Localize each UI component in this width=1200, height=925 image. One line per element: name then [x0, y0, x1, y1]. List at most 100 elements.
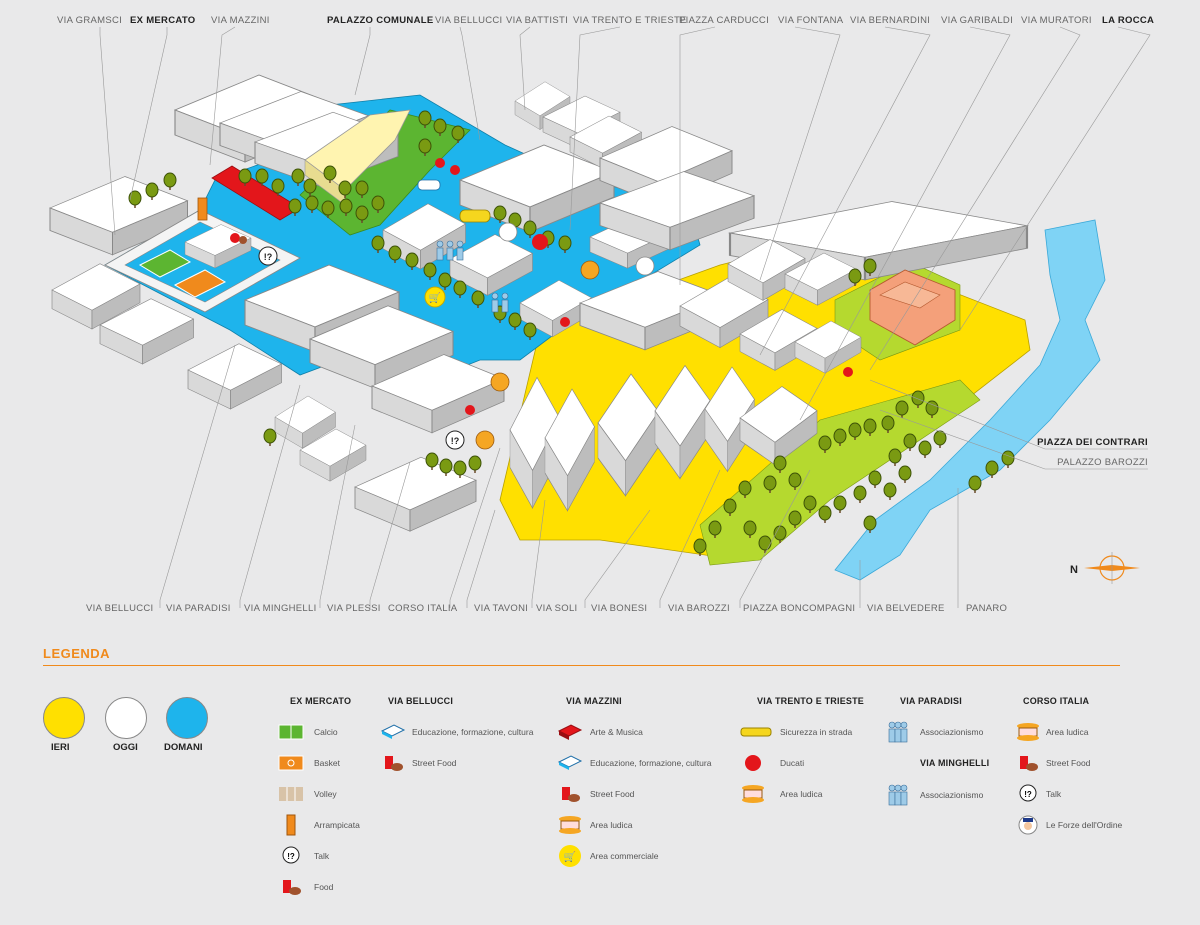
legend-item-label: Talk: [314, 851, 330, 861]
climbing-wall-icon: [278, 814, 310, 841]
talk-bubble-icon: !?: [1015, 783, 1047, 810]
art-music-icon: [557, 721, 589, 748]
street-food-icon: [1015, 752, 1047, 779]
bottom-label: VIA PLESSI: [327, 603, 381, 614]
book-icon: [380, 721, 412, 748]
right-label: PALAZZO BAROZZI: [1057, 457, 1148, 468]
yellow-car-icon: [740, 721, 772, 748]
carousel-icon: [1015, 721, 1047, 748]
legend-item-label: Area ludica: [780, 789, 823, 799]
top-label: VIA BATTISTI: [506, 15, 569, 26]
food-icon: [278, 876, 310, 903]
top-label: EX MERCATO: [130, 15, 196, 26]
compass: [1084, 552, 1140, 584]
svg-text:🛒: 🛒: [564, 850, 576, 863]
legend-item-label: Sicurezza in strada: [780, 727, 853, 737]
basket-court: [173, 269, 227, 298]
book-icon: [557, 752, 589, 779]
compass-north-label: N: [1070, 564, 1079, 576]
period-swatch-oggi: [105, 697, 147, 739]
bottom-label: VIA TAVONI: [474, 603, 529, 614]
legend-item-label: Arte & Musica: [590, 727, 643, 737]
top-label: VIA BELLUCCI: [435, 15, 503, 26]
leader-lines: [99, 26, 1151, 608]
climbing-wall: [197, 197, 208, 221]
light-green-strip: [699, 379, 981, 566]
legend-item-label: Educazione, formazione, cultura: [590, 758, 712, 768]
legend-item-label: Ducati: [780, 758, 805, 768]
period-swatch-domani: [166, 697, 208, 739]
top-label: PALAZZO COMUNALE: [327, 15, 434, 26]
legend-item-label: Area commerciale: [590, 851, 659, 861]
people-icon: [885, 721, 917, 748]
shopping-cart-icon: 🛒: [557, 845, 589, 872]
people-icon: [885, 784, 917, 811]
top-label: VIA BERNARDINI: [850, 15, 931, 26]
legend-item-label: Area ludica: [1046, 727, 1089, 737]
right-label: PIAZZA DEI CONTRARI: [1037, 437, 1148, 448]
period-label: OGGI: [113, 742, 138, 753]
top-label: LA ROCCA: [1102, 15, 1155, 26]
calcio-field-icon: [278, 721, 310, 748]
talk-bubble-icon: !?: [278, 845, 310, 872]
legend-item-label: Volley: [314, 789, 337, 799]
bottom-label: VIA BONESI: [591, 603, 648, 614]
legend-item-label: Basket: [314, 758, 340, 768]
legend-item-label: Street Food: [412, 758, 457, 768]
top-label: VIA GRAMSCI: [57, 15, 123, 26]
legend-item-label: Street Food: [1046, 758, 1091, 768]
legend-column-title: CORSO ITALIA: [1023, 696, 1090, 706]
bottom-label: VIA BAROZZI: [668, 603, 730, 614]
basket-court-icon: [278, 752, 310, 779]
city-map: !? !? 🛒: [49, 26, 1151, 608]
top-label: VIA GARIBALDI: [941, 15, 1014, 26]
legend-column-title: VIA MINGHELLI: [920, 758, 990, 768]
street-food-icon: [380, 752, 412, 779]
bottom-label: PIAZZA BONCOMPAGNI: [743, 603, 856, 614]
legend-divider: [43, 665, 1120, 666]
calcio-court: [138, 249, 192, 278]
volley-court-icon: [278, 783, 310, 810]
la-rocca: [869, 269, 956, 346]
bottom-label: VIA SOLI: [536, 603, 578, 614]
period-swatch-ieri: [43, 697, 85, 739]
bottom-label: PANARO: [966, 603, 1008, 614]
legend-item-label: Talk: [1046, 789, 1062, 799]
map-markers: !? !? 🛒: [230, 158, 853, 450]
carousel-icon: [740, 783, 772, 810]
period-label: DOMANI: [164, 742, 203, 753]
period-label: IERI: [51, 742, 70, 753]
carousel-icon: [557, 814, 589, 841]
legend-column-title: VIA TRENTO E TRIESTE: [757, 696, 865, 706]
top-label: PIAZZA CARDUCCI: [679, 15, 770, 26]
legend-column-title: EX MERCATO: [290, 696, 352, 706]
legend-title: LEGENDA: [43, 646, 111, 661]
panaro-river: [834, 219, 1106, 581]
legend-item-label: Associazionismo: [920, 727, 984, 737]
svg-text:!?: !?: [264, 252, 273, 262]
legend-item-label: Area ludica: [590, 820, 633, 830]
street-food-icon: [557, 783, 589, 810]
svg-text:!?: !?: [451, 436, 460, 446]
legend-column-title: VIA MAZZINI: [566, 696, 622, 706]
legend-item-label: Associazionismo: [920, 790, 984, 800]
legend-item-label: Calcio: [314, 727, 338, 737]
top-label: VIA TRENTO E TRIESTE: [573, 15, 687, 26]
top-label: VIA MURATORI: [1021, 15, 1092, 26]
bottom-label: VIA MINGHELLI: [244, 603, 317, 614]
bottom-label: VIA BELVEDERE: [867, 603, 945, 614]
bottom-label: VIA PARADISI: [166, 603, 231, 614]
svg-text:!?: !?: [1024, 790, 1032, 799]
svg-text:🛒: 🛒: [429, 291, 441, 304]
legend-item-label: Educazione, formazione, cultura: [412, 727, 534, 737]
legend-item-label: Food: [314, 882, 334, 892]
police-officer-icon: [1015, 814, 1047, 841]
legend-column-title: VIA PARADISI: [900, 696, 962, 706]
legend-item-label: Le Forze dell'Ordine: [1046, 820, 1123, 830]
bottom-label: CORSO ITALIA: [388, 603, 458, 614]
bottom-label: VIA BELLUCCI: [86, 603, 154, 614]
svg-text:!?: !?: [287, 852, 295, 861]
top-label: VIA MAZZINI: [211, 15, 270, 26]
legend-column-title: VIA BELLUCCI: [388, 696, 454, 706]
legend-item-label: Arrampicata: [314, 820, 360, 830]
